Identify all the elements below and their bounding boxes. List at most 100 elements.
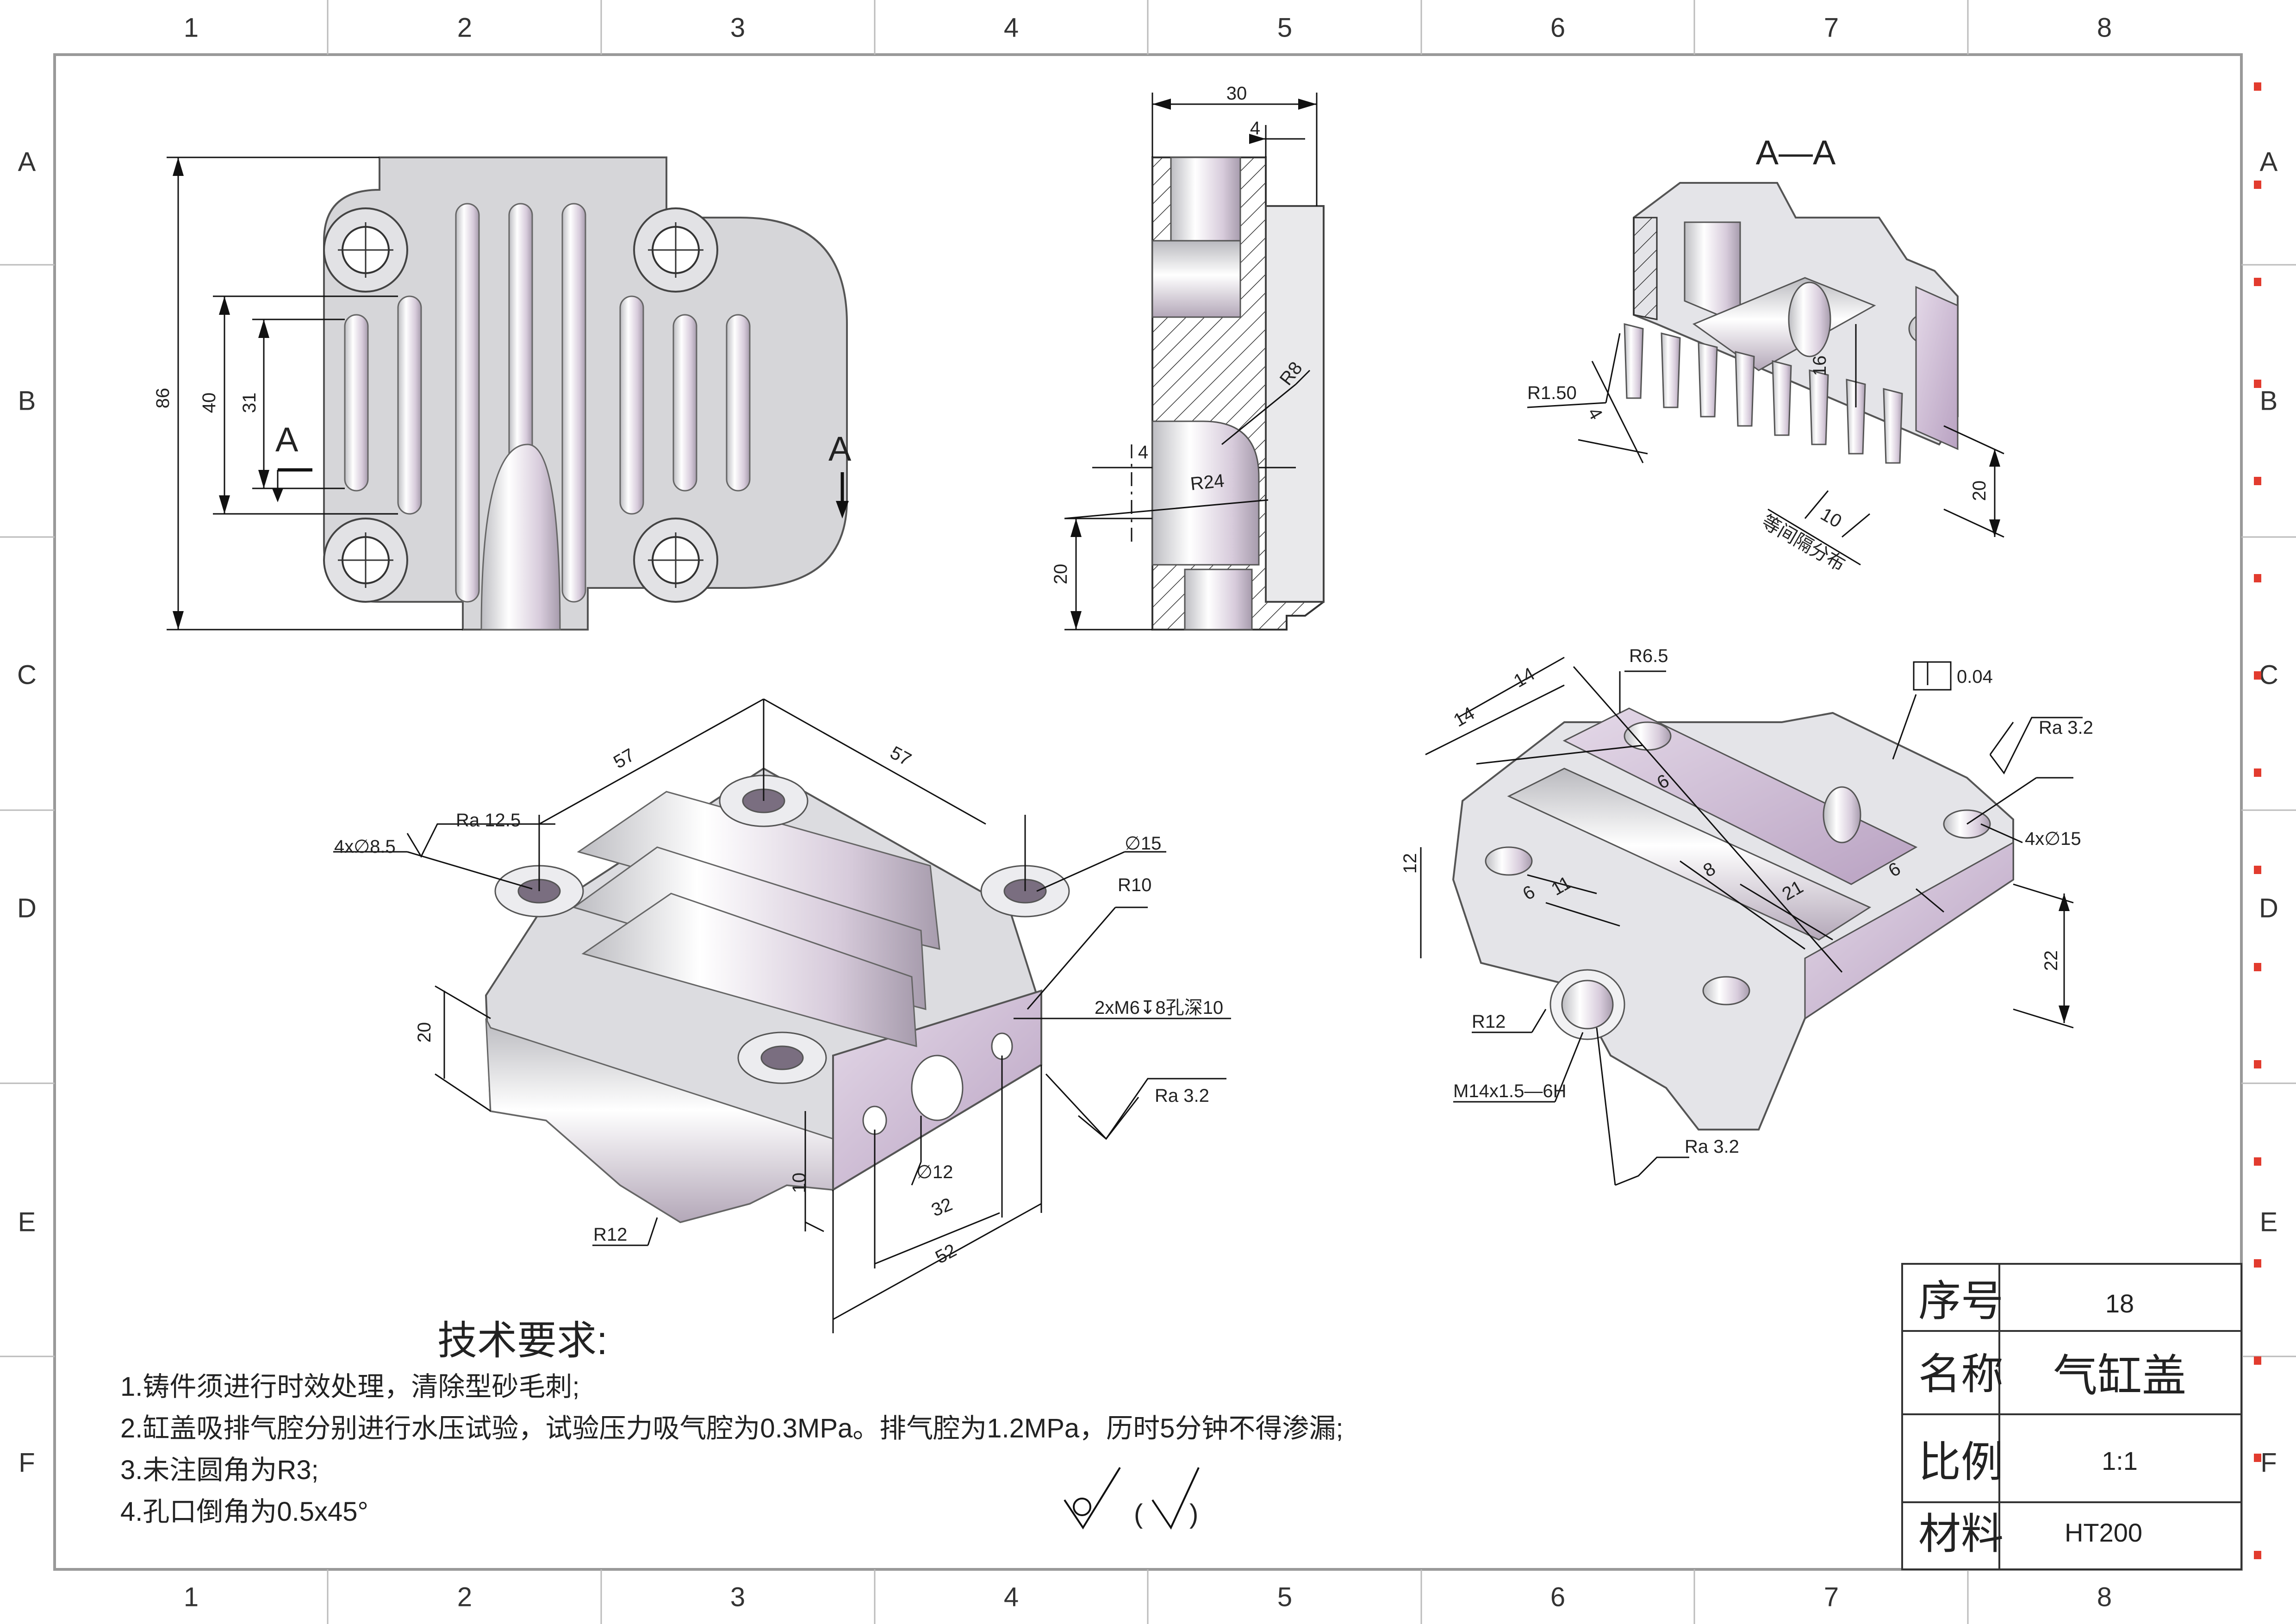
notes-heading: 技术要求: <box>437 1318 608 1363</box>
zone-col-1-top: 1 <box>184 13 199 43</box>
front-view: 86 40 31 A A <box>153 156 852 631</box>
dim-12: 12 <box>1400 853 1420 874</box>
dim-r6-5: R6.5 <box>1629 646 1668 666</box>
ra-3-2-iso: Ra 3.2 <box>1155 1086 1209 1106</box>
tb-label-serial: 序号 <box>1918 1278 2004 1325</box>
tb-label-scale: 比例 <box>1918 1439 2004 1486</box>
tb-label-name: 名称 <box>1918 1351 2004 1398</box>
dim-d12: ∅12 <box>916 1162 953 1182</box>
ra-3-2-bottom: Ra 3.2 <box>1685 1137 1739 1157</box>
zone-col-2-bottom: 2 <box>457 1582 472 1612</box>
dim-14-right: 14 <box>1510 664 1538 692</box>
zone-row-c-right: C <box>2259 660 2278 690</box>
dim-iso-20: 20 <box>414 1022 435 1043</box>
tb-value-name: 气缸盖 <box>2053 1351 2186 1401</box>
zone-row-d-left: D <box>17 893 37 924</box>
dim-4-top: 4 <box>1250 118 1260 138</box>
iso-fins <box>572 791 940 1047</box>
zone-col-8-top: 8 <box>2097 13 2112 43</box>
tb-value-material: HT200 <box>2065 1518 2142 1547</box>
section-fins <box>1624 323 1903 464</box>
zone-row-e-left: E <box>18 1207 36 1237</box>
zone-row-b-right: B <box>2260 386 2278 416</box>
dim-16: 16 <box>1810 356 1830 376</box>
section-aa-title: A—A <box>1756 133 1836 172</box>
technical-requirements: 技术要求: 1.铸件须进行时效处理，清除型砂毛刺; 2.缸盖吸排气腔分别进行水压… <box>120 1318 1344 1530</box>
svg-text:A: A <box>828 430 852 468</box>
iso-bottom-view: 14 14 R6.5 0.04 Ra 3.2 6 12 6 11 8 21 6 … <box>1400 646 2093 1186</box>
tb-value-scale: 1:1 <box>2102 1446 2138 1475</box>
flatness-tol: 0.04 <box>1957 667 1993 687</box>
dim-4x-d8-5: 4x∅8.5 <box>334 837 396 857</box>
cooling-fins <box>344 203 751 603</box>
side-section-view: 30 4 R8 4 R24 20 <box>1051 83 1325 631</box>
dim-86: 86 <box>153 388 173 409</box>
dim-22: 22 <box>2041 950 2061 971</box>
dim-14-left: 14 <box>1450 703 1478 731</box>
zone-col-3-top: 3 <box>730 13 745 43</box>
title-block: 序号 18 名称 气缸盖 比例 1:1 材料 HT200 <box>1901 1263 2242 1570</box>
dim-20-side: 20 <box>1051 564 1071 585</box>
dim-4x-d15: 4x∅15 <box>2025 829 2081 849</box>
dim-iso-10: 10 <box>789 1173 809 1193</box>
dim-57-right: 57 <box>887 743 915 770</box>
dim-d15: ∅15 <box>1125 833 1161 854</box>
dim-30: 30 <box>1226 83 1247 104</box>
dim-40: 40 <box>199 393 219 413</box>
tb-label-material: 材料 <box>1918 1511 2004 1558</box>
roughness-paren-open: ( <box>1134 1499 1143 1529</box>
zone-row-a-right: A <box>2260 147 2278 177</box>
zone-col-4-top: 4 <box>1004 13 1019 43</box>
note-2: 2.缸盖吸排气腔分别进行水压试验，试验压力吸气腔为0.3MPa。排气腔为1.2M… <box>120 1413 1344 1443</box>
section-aa-view: A—A R1.50 4 <box>1527 133 2004 575</box>
section-marker-right: A <box>828 430 852 518</box>
dim-31: 31 <box>239 393 260 413</box>
dim-m14: M14x1.5—6H <box>1453 1081 1567 1101</box>
dim-sec-20: 20 <box>1969 481 1990 501</box>
roughness-symbol-iso-1 <box>406 823 555 858</box>
svg-text:A: A <box>275 420 299 459</box>
note-4: 4.孔口倒角为0.5x45° <box>120 1497 368 1527</box>
dim-52: 52 <box>932 1240 960 1268</box>
zone-row-f-left: F <box>19 1448 35 1478</box>
note-1: 1.铸件须进行时效处理，清除型砂毛刺; <box>120 1372 580 1402</box>
note-3: 3.未注圆角为R3; <box>120 1455 319 1485</box>
zone-row-c-left: C <box>17 660 37 690</box>
ra-3-2-bottom-top: Ra 3.2 <box>2039 718 2093 738</box>
dim-2xm6: 2xM6↧8孔深10 <box>1095 998 1223 1018</box>
margin-stamps <box>2254 82 2261 1559</box>
zone-col-5-top: 5 <box>1277 13 1292 43</box>
zone-col-3-bottom: 3 <box>730 1582 745 1612</box>
general-roughness-symbol <box>1064 1467 1200 1530</box>
zone-row-f-right: F <box>2260 1448 2277 1478</box>
zone-col-5-bottom: 5 <box>1277 1582 1292 1612</box>
zone-col-7-bottom: 7 <box>1824 1582 1839 1612</box>
zone-col-7-top: 7 <box>1824 13 1839 43</box>
zone-row-d-right: D <box>2259 893 2278 924</box>
zone-col-8-bottom: 8 <box>2097 1582 2112 1612</box>
zone-row-e-right: E <box>2260 1207 2278 1237</box>
zone-col-2-top: 2 <box>457 13 472 43</box>
iso-top-view: 57 57 4x∅8.5 Ra 12.5 ∅15 R10 2xM6↧8孔深10 … <box>333 698 1231 1333</box>
tb-value-serial: 18 <box>2105 1289 2134 1318</box>
dim-sec-10: 10 <box>1817 504 1845 532</box>
dim-32: 32 <box>928 1194 955 1220</box>
zone-col-4-bottom: 4 <box>1004 1582 1019 1612</box>
dim-4-left: 4 <box>1138 442 1148 462</box>
roughness-symbol-iso-2 <box>1078 1078 1226 1140</box>
dim-iso-r12: R12 <box>593 1224 627 1245</box>
zone-col-1-bottom: 1 <box>184 1582 199 1612</box>
dim-r24: R24 <box>1189 470 1226 494</box>
roughness-paren-close: ) <box>1189 1499 1198 1529</box>
dim-r10: R10 <box>1118 875 1151 895</box>
zone-row-b-left: B <box>18 386 36 416</box>
dim-sec-4: 4 <box>1584 404 1606 423</box>
dim-57-left: 57 <box>610 745 638 773</box>
zone-col-6-top: 6 <box>1550 13 1565 43</box>
dim-r1-50: R1.50 <box>1527 383 1577 403</box>
dim-bot-r12: R12 <box>1472 1012 1506 1032</box>
section-marker-left: A <box>272 420 312 502</box>
zone-col-6-bottom: 6 <box>1550 1582 1565 1612</box>
